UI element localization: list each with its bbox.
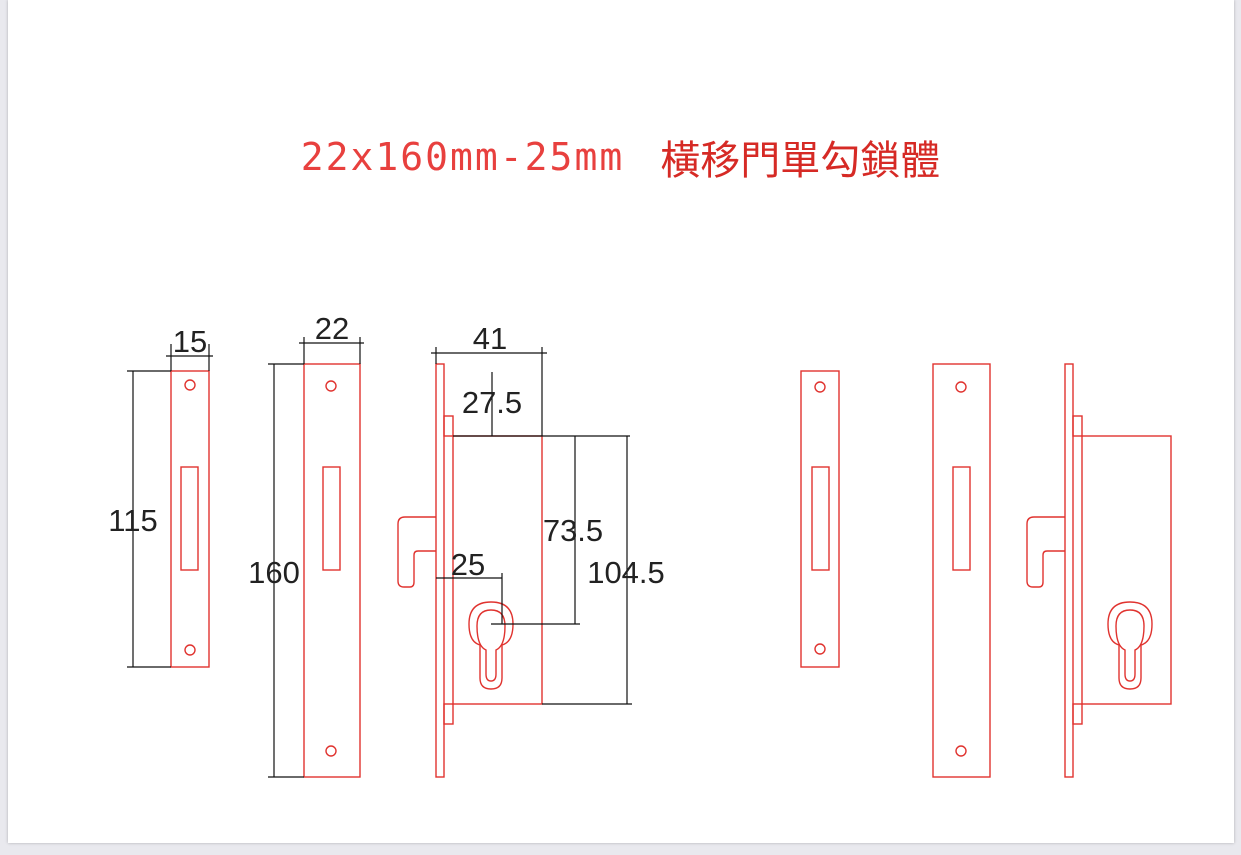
dim-cylinder-vertical: 73.5 <box>543 513 603 548</box>
large-faceplate-plain <box>932 363 991 778</box>
dim-body-height: 104.5 <box>587 555 665 590</box>
dim-large-width: 22 <box>315 311 349 346</box>
drawing-title: 22x160mm-25mm 橫移門單勾鎖體 <box>0 128 1241 186</box>
small-faceplate-plain <box>800 370 840 668</box>
dim-hook-offset: 27.5 <box>462 385 522 420</box>
lock-body-dimensions: 41 27.5 73.5 104.5 25 <box>431 321 665 705</box>
dim-cylinder-backset: 25 <box>451 547 485 582</box>
title-chinese-text: 橫移門單勾鎖體 <box>660 138 941 184</box>
dim-large-height: 160 <box>248 555 300 590</box>
lock-body-plain <box>1026 363 1172 778</box>
dim-small-height: 115 <box>108 503 157 538</box>
small-faceplate-dimensioned <box>170 370 210 668</box>
dim-small-width: 15 <box>173 324 207 359</box>
large-faceplate-dimensioned <box>303 363 361 778</box>
title-dimension-text: 22x160mm-25mm <box>300 135 625 179</box>
drawing-sheet <box>8 0 1234 843</box>
small-faceplate-dimensions: 15 115 <box>108 324 213 668</box>
dim-body-depth: 41 <box>473 321 507 356</box>
large-faceplate-dimensions: 22 160 <box>248 311 364 778</box>
